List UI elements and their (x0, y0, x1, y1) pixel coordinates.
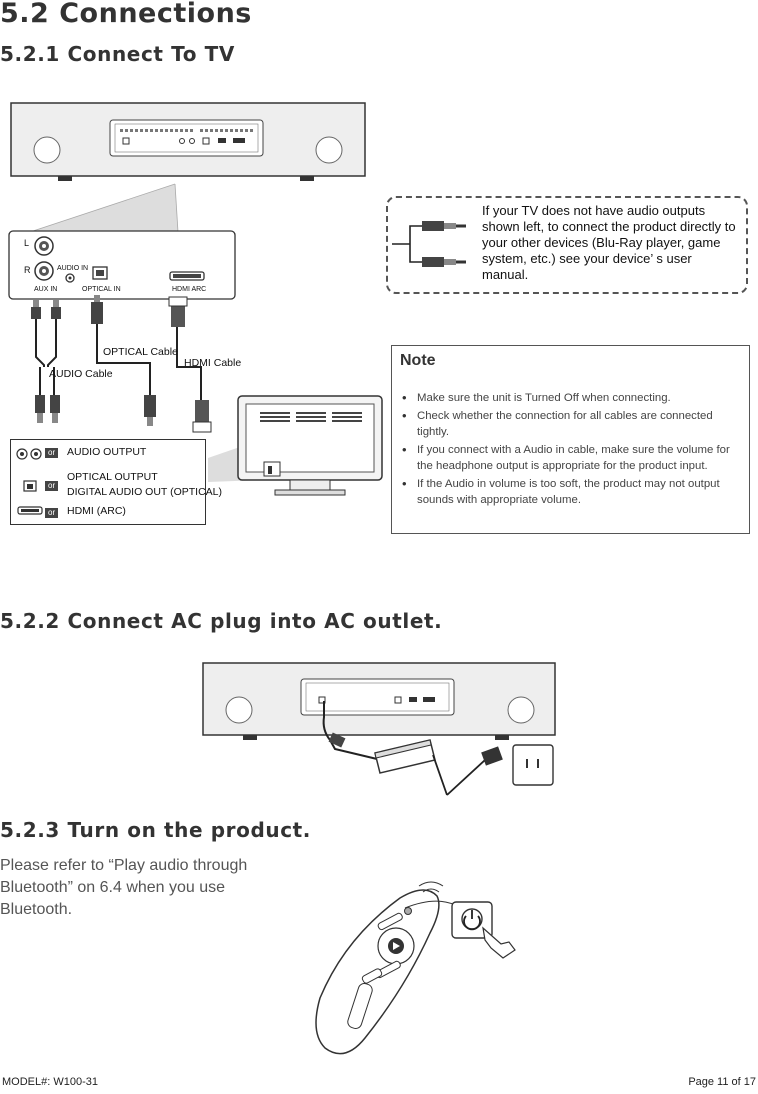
or-badge-2: or (45, 481, 59, 491)
tip-box (386, 196, 748, 294)
soundbar-port-left (33, 136, 61, 164)
note-title: Note (400, 352, 436, 369)
connect-tv-diagram (8, 102, 366, 433)
panel-label-aux-in: AUX IN (34, 286, 58, 293)
tv-illustration (208, 395, 383, 496)
panel-label-l: L (24, 238, 30, 248)
tv-output-jack-icons (16, 448, 43, 515)
turn-on-body-text: Please refer to “Play audio through Blue… (0, 857, 248, 918)
remote-power-dot (404, 907, 412, 915)
digital-audio-out-label: DIGITAL AUDIO OUT (OPTICAL) (67, 486, 222, 498)
note-item: Make sure the unit is Turned Off when co… (400, 390, 740, 407)
soundbar-rear-ac (202, 662, 556, 736)
optical-output-label: OPTICAL OUTPUT (67, 471, 158, 483)
audio-cable-label: AUDIO Cable (49, 368, 113, 380)
panel-label-optical-in: OPTICAL IN (82, 286, 121, 293)
subsection-title-connect-tv: 5.2.1 Connect To TV (0, 42, 235, 66)
wall-outlet (512, 744, 554, 786)
note-list: Make sure the unit is Turned Off when co… (400, 390, 740, 510)
panel-zoom (8, 230, 236, 300)
soundbar-port-right (315, 136, 343, 164)
audio-output-label: AUDIO OUTPUT (67, 446, 147, 458)
tv-outputs-box (10, 439, 206, 525)
note-item: If the Audio in volume is too soft, the … (400, 476, 740, 509)
or-badge-1: or (45, 448, 59, 458)
subsection-title-ac-plug: 5.2.2 Connect AC plug into AC outlet. (0, 609, 443, 633)
connector-panel (109, 119, 264, 157)
panel-label-hdmi-arc: HDMI ARC (172, 286, 207, 293)
panel-label-r: R (24, 265, 31, 275)
footer-model: MODEL#: W100-31 (2, 1076, 98, 1088)
section-title: 5.2 Connections (0, 0, 252, 29)
hdmi-cable-label: HDMI Cable (184, 357, 242, 369)
panel-label-audio-in: AUDIO IN (57, 265, 89, 272)
note-box: Note Make sure the unit is Turned Off wh… (391, 345, 750, 534)
or-badge-3: or (45, 508, 59, 518)
rca-cable-icon (392, 221, 466, 267)
hdmi-arc-output-label: HDMI (ARC) (67, 505, 126, 517)
subsection-title-turn-on: 5.2.3 Turn on the product. (0, 818, 312, 842)
note-item: Check whether the connection for all cab… (400, 408, 740, 441)
remote-illustration (315, 881, 516, 1055)
note-item: If you connect with a Audio in cable, ma… (400, 442, 740, 475)
hand-pointer-icon (482, 926, 516, 959)
tip-text: If your TV does not have audio outputs s… (482, 203, 736, 282)
optical-cable-label: OPTICAL Cable (103, 346, 178, 358)
footer-page-number: Page 11 of 17 (688, 1076, 756, 1088)
ac-plug-diagram (202, 662, 556, 796)
